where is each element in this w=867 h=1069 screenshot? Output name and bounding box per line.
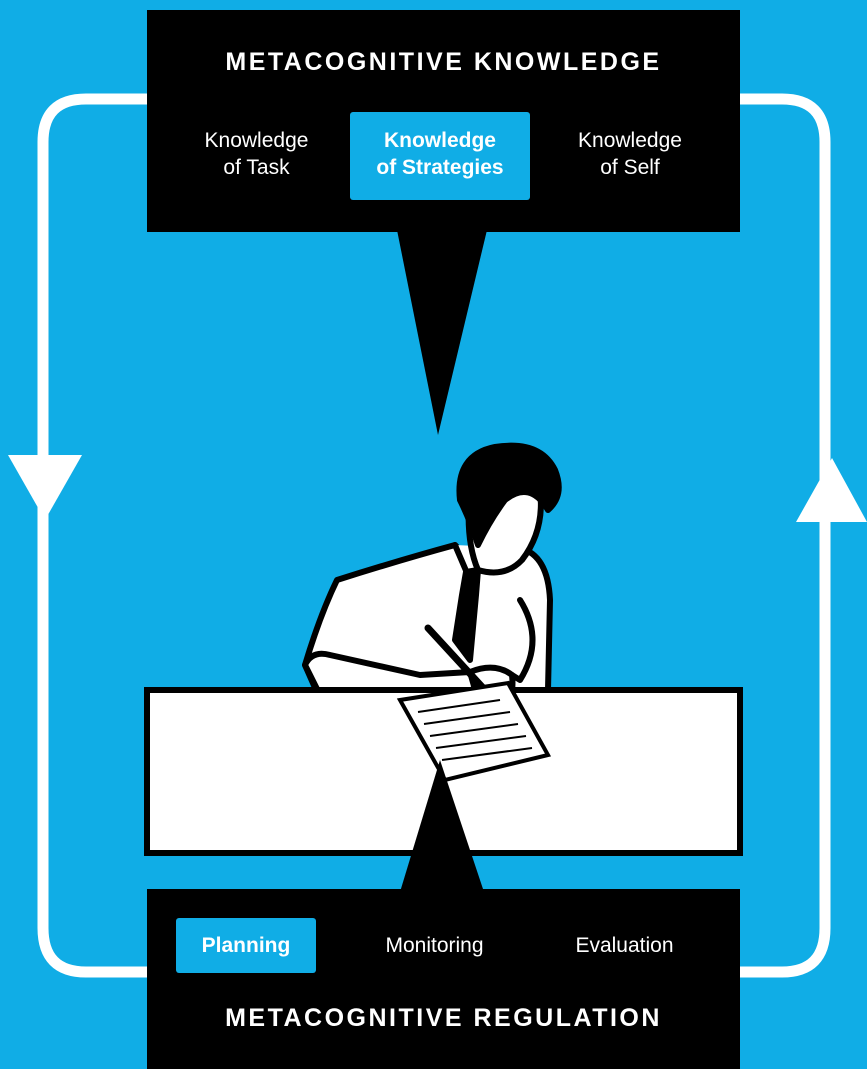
knowledge-of-self: Knowledge of Self: [578, 129, 682, 179]
knowledge-of-strategies: Knowledge of Strategies: [350, 112, 530, 200]
metacognitive-knowledge-box: METACOGNITIVE KNOWLEDGE Knowledge of Tas…: [147, 10, 740, 232]
paper-sheet: [396, 680, 552, 783]
planning-label: Planning: [176, 918, 316, 973]
up-arrow-icon: [796, 458, 867, 522]
evaluation-label: Evaluation: [575, 934, 674, 957]
regulation-title: METACOGNITIVE REGULATION: [225, 1004, 662, 1032]
knowledge-of-task: Knowledge of Task: [204, 129, 309, 179]
metacognitive-regulation-box: Planning Monitoring Evaluation METACOGNI…: [147, 889, 740, 1069]
cycle-loop: [37, 93, 831, 978]
knowledge-title: METACOGNITIVE KNOWLEDGE: [225, 48, 662, 76]
bottom-bubble-tail: [400, 760, 484, 892]
top-bubble-tail: [397, 230, 487, 435]
down-arrow-icon: [8, 455, 82, 520]
monitoring-label: Monitoring: [385, 934, 484, 957]
person-writing-illustration: [302, 442, 562, 711]
